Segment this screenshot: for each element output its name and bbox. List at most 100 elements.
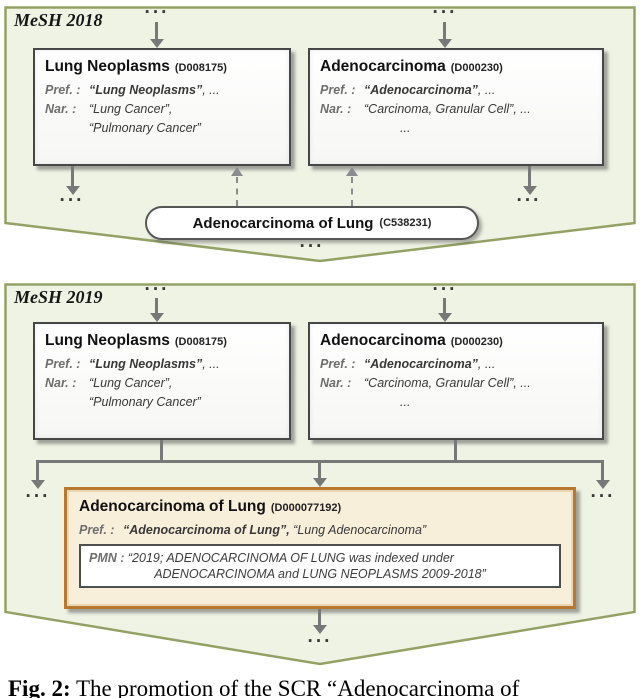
arrowhead-down-icon: [31, 480, 45, 489]
ellipsis-parents-left-2019: ···: [144, 279, 170, 300]
spacer: [45, 394, 89, 410]
arrowhead-down-icon: [313, 625, 327, 634]
lung-neoplasms-box-2019: Lung Neoplasms (D008175) Pref. : “Lung Ne…: [33, 322, 291, 440]
box-title: Lung Neoplasms (D008175): [45, 58, 279, 76]
descriptor-id: (D000230): [450, 62, 503, 74]
adenocarcinoma-box-2019: Adenocarcinoma(D000230) Pref. : “Adenoca…: [308, 322, 604, 440]
descriptor-id: (D000077192): [270, 502, 342, 514]
pref-label: Pref. :: [45, 83, 81, 97]
mesh-2019-label: MeSH 2019: [14, 287, 103, 307]
descriptor-id: (D000230): [450, 336, 503, 348]
arrowhead-down-icon: [438, 39, 452, 48]
pref-term: “Adenocarcinoma of Lung”,: [123, 523, 290, 537]
arrow-lung-children-2018: [71, 166, 74, 188]
scr-name: Adenocarcinoma of Lung: [192, 214, 374, 232]
pref-label: Pref. :: [45, 357, 81, 371]
spacer: [320, 120, 364, 136]
box-title: Adenocarcinoma of Lung (D000077192): [79, 498, 561, 516]
arrow-into-lung-2019: [155, 298, 158, 314]
caption-figure-label: Fig. 2:: [8, 676, 71, 698]
nar-label: Nar. :: [45, 376, 77, 390]
nar-row-cont: ...: [320, 120, 592, 136]
pref-value: “Adenocarcinoma of Lung”, “Lung Adenocar…: [123, 522, 426, 538]
nar-value-2: ...: [400, 395, 411, 409]
pref-more: “Lung Adenocarcinoma”: [289, 523, 427, 537]
pref-value: “Adenocarcinoma”, ...: [364, 82, 495, 98]
arrowhead-up-icon: [346, 167, 358, 176]
ellipsis-parents-left-2018: ···: [144, 2, 170, 23]
connector-adeno-down: [454, 440, 457, 462]
pref-label: Pref. :: [320, 83, 356, 97]
arrow-children-left-2019: [36, 460, 39, 482]
nar-value: “Carcinoma, Granular Cell”, ...: [364, 376, 531, 390]
arrowhead-down-icon: [66, 186, 80, 195]
ellipsis-children-left-2019: ···: [25, 486, 51, 507]
pmn-line-2: ADENOCARCINOMA and LUNG NEOPLASMS 2009-2…: [154, 567, 486, 581]
nar-value: “Carcinoma, Granular Cell”, ...: [364, 102, 531, 116]
pmn-label: PMN :: [89, 551, 125, 565]
pref-row: Pref. : “Lung Neoplasms”, ...: [45, 356, 279, 372]
nar-row-cont: “Pulmonary Cancer”: [45, 394, 279, 410]
nar-row-cont: “Pulmonary Cancer”: [45, 120, 279, 136]
ellipsis-parents-right-2019: ···: [432, 279, 458, 300]
arrow-adeno-children-2018: [528, 166, 531, 188]
pmn-text-1: “2019; ADENOCARCINOMA OF LUNG was indexe…: [124, 551, 454, 565]
descriptor-id: (D008175): [174, 62, 227, 74]
spacer: [320, 394, 364, 410]
descriptor-name: Adenocarcinoma of Lung: [79, 498, 266, 515]
nar-value-2: “Pulmonary Cancer”: [89, 121, 201, 135]
nar-label: Nar. :: [45, 102, 77, 116]
pref-value: “Adenocarcinoma”, ...: [364, 356, 495, 372]
scr-node-adenocarcinoma-of-lung: Adenocarcinoma of Lung (C538231): [145, 206, 479, 240]
nar-row: Nar. : “Lung Cancer”,: [45, 101, 279, 117]
descriptor-name: Adenocarcinoma: [320, 58, 446, 75]
ellipsis-children-right-2018: ···: [516, 190, 542, 211]
pref-more: , ...: [477, 83, 496, 97]
arrow-children-right-2019: [601, 460, 604, 482]
pref-more: , ...: [202, 357, 220, 371]
ellipsis-parents-right-2018: ···: [432, 2, 458, 23]
box-title: Lung Neoplasms (D008175): [45, 332, 279, 350]
nar-label: Nar. :: [320, 376, 352, 390]
nar-label: Nar. :: [320, 102, 352, 116]
lung-neoplasms-box-2018: Lung Neoplasms (D008175) Pref. : “Lung Ne…: [33, 48, 291, 166]
adenocarcinoma-of-lung-descriptor-box: Adenocarcinoma of Lung (D000077192) Pref.…: [64, 487, 576, 609]
arrowhead-down-icon: [438, 313, 452, 322]
pref-row: Pref. : “Adenocarcinoma of Lung”, “Lung …: [79, 522, 561, 538]
arrow-into-adeno-2019: [443, 298, 446, 314]
pref-row: Pref. : “Adenocarcinoma”, ...: [320, 82, 592, 98]
mesh-2018-label: MeSH 2018: [14, 10, 103, 30]
arrowhead-down-icon: [596, 480, 610, 489]
arrowhead-up-icon: [231, 167, 243, 176]
descriptor-name: Lung Neoplasms: [45, 58, 170, 75]
pmn-line-1: PMN : “2019; ADENOCARCINOMA OF LUNG was …: [89, 550, 551, 566]
arrow-into-lung-2018: [155, 22, 158, 40]
nar-value: “Lung Cancer”,: [89, 102, 173, 116]
pref-row: Pref. : “Lung Neoplasms”, ...: [45, 82, 279, 98]
nar-value: “Lung Cancer”,: [89, 376, 173, 390]
ellipsis-children-left-2018: ···: [59, 190, 85, 211]
nar-value-2: “Pulmonary Cancer”: [89, 395, 201, 409]
pref-more: , ...: [202, 83, 220, 97]
figure-caption: Fig. 2: The promotion of the SCR “Adenoc…: [8, 676, 638, 698]
descriptor-name: Lung Neoplasms: [45, 332, 170, 349]
pref-term: “Lung Neoplasms”: [89, 357, 203, 371]
arrowhead-down-icon: [313, 478, 327, 487]
pref-value: “Lung Neoplasms”, ...: [89, 82, 220, 98]
spacer: [45, 120, 89, 136]
nar-row: Nar. : “Lung Cancer”,: [45, 375, 279, 391]
nar-row-cont: ...: [320, 394, 592, 410]
ellipsis-children-right-2019: ···: [590, 486, 616, 507]
scr-id: (C538231): [379, 217, 432, 229]
nar-row: Nar. : “Carcinoma, Granular Cell”, ...: [320, 101, 592, 117]
box-title: Adenocarcinoma (D000230): [320, 58, 592, 76]
pmn-note-box: PMN : “2019; ADENOCARCINOMA OF LUNG was …: [79, 544, 561, 588]
pref-label: Pref. :: [79, 523, 115, 537]
pref-value: “Lung Neoplasms”, ...: [89, 356, 220, 372]
descriptor-id: (D008175): [174, 336, 227, 348]
arrowhead-down-icon: [150, 313, 164, 322]
dashed-link-scr-to-lung: [236, 177, 238, 206]
arrow-into-adeno-2018: [443, 22, 446, 40]
nar-value-2: ...: [400, 121, 411, 135]
